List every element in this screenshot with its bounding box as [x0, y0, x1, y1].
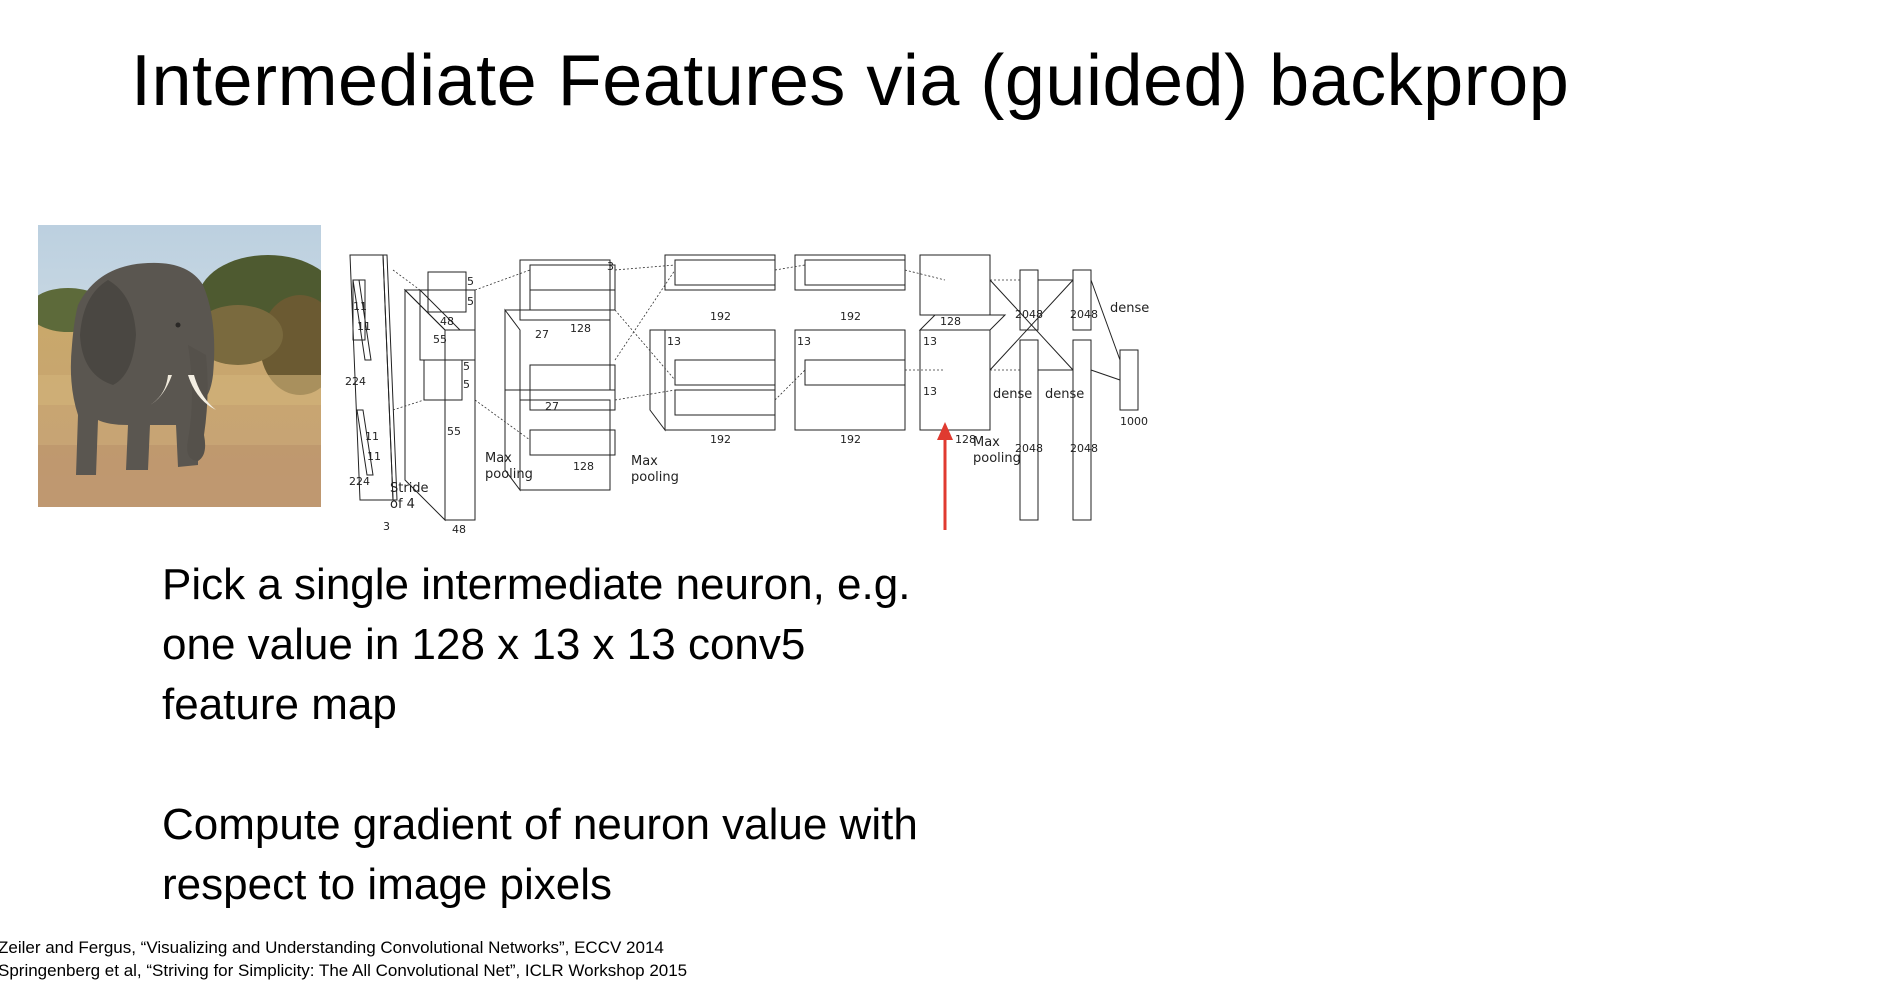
diagram-label-c5-d2: 128: [955, 433, 976, 446]
bullet-list: Pick a single intermediate neuron, e.g. …: [162, 555, 1062, 915]
diagram-label-c1-s1: 55: [433, 333, 447, 346]
diagram-label-c1-k3: 5: [463, 360, 470, 373]
diagram-label-in-k2: 11: [357, 320, 371, 333]
conv1-blocks: [403, 271, 476, 522]
diagram-label-c1-k1: 5: [467, 275, 474, 288]
diagram-label-stride2: of 4: [390, 497, 415, 512]
diagram-label-c1-d2: 48: [452, 523, 466, 535]
diagram-label-c2-s1: 27: [535, 328, 549, 341]
bullet-item: Compute gradient of neuron value with re…: [162, 800, 918, 909]
diagram-label-in-k4: 11: [367, 450, 381, 463]
diagram-label-c2-d2: 128: [573, 460, 594, 473]
network-architecture-diagram: 11 11 11 11 224 224 3 Stride of 4 5 5 5 …: [345, 254, 1149, 535]
diagram-label-c5-d1: 128: [940, 315, 961, 328]
diagram-label-in-c: 3: [383, 520, 390, 533]
diagram-label-fc2b: 2048: [1070, 442, 1098, 455]
conv2-blocks: [504, 259, 616, 492]
diagram-label-in-h: 224: [345, 375, 366, 388]
diagram-label-pool2: Max: [631, 454, 658, 469]
diagram-label-fc1a: 2048: [1015, 308, 1043, 321]
diagram-label-in-w: 224: [349, 475, 370, 488]
diagram-label-pool3: Max: [973, 435, 1000, 450]
diagram-label-fc2a: 2048: [1070, 308, 1098, 321]
diagram-label-in-k3: 11: [365, 430, 379, 443]
diagram-label-stride: Stride: [390, 481, 429, 496]
diagram-label-c4-d1: 192: [840, 310, 861, 323]
diagram-label-c5-s1: 13: [923, 335, 937, 348]
reference-item: Springenberg et al, “Striving for Simpli…: [0, 961, 688, 980]
dense-layers: [1019, 269, 1139, 521]
diagram-label-dense3: dense: [1110, 301, 1149, 316]
diagram-label-c3-d2: 192: [710, 433, 731, 446]
diagram-label-c2-k: 3: [607, 260, 614, 273]
references: Zeiler and Fergus, “Visualizing and Unde…: [0, 936, 687, 982]
diagram-label-in-k1: 11: [353, 300, 367, 313]
diagram-label-c3-s: 13: [667, 335, 681, 348]
diagram-label-dense2: dense: [1045, 387, 1084, 402]
diagram-label-c1-k2: 5: [467, 295, 474, 308]
diagram-label-pool1b: pooling: [485, 467, 533, 482]
diagram-label-c5-s2: 13: [923, 385, 937, 398]
conv3-blocks: [649, 254, 776, 432]
conv4-blocks: [794, 254, 906, 431]
elephant-photo: [38, 225, 321, 507]
input-layer-block: [349, 254, 398, 501]
diagram-label-c2-s2: 27: [545, 400, 559, 413]
diagram-label-c1-d1: 48: [440, 315, 454, 328]
diagram-label-c2-d1: 128: [570, 322, 591, 335]
bullet-item: Pick a single intermediate neuron, e.g. …: [162, 560, 911, 729]
diagram-label-pool1: Max: [485, 451, 512, 466]
conv5-blocks: [918, 254, 1007, 431]
slide-title: Intermediate Features via (guided) backp…: [131, 41, 1570, 121]
red-arrow-icon: [937, 422, 953, 530]
diagram-label-dense1: dense: [993, 387, 1032, 402]
diagram-label-pool2b: pooling: [631, 470, 679, 485]
diagram-label-out: 1000: [1120, 415, 1148, 428]
diagram-label-fc1b: 2048: [1015, 442, 1043, 455]
diagram-label-c4-s: 13: [797, 335, 811, 348]
diagram-label-pool3b: pooling: [973, 451, 1021, 466]
diagram-label-c1-s2: 55: [447, 425, 461, 438]
diagram-label-c3-d1: 192: [710, 310, 731, 323]
diagram-label-c4-d2: 192: [840, 433, 861, 446]
reference-item: Zeiler and Fergus, “Visualizing and Unde…: [0, 938, 664, 957]
diagram-label-c1-k4: 5: [463, 378, 470, 391]
